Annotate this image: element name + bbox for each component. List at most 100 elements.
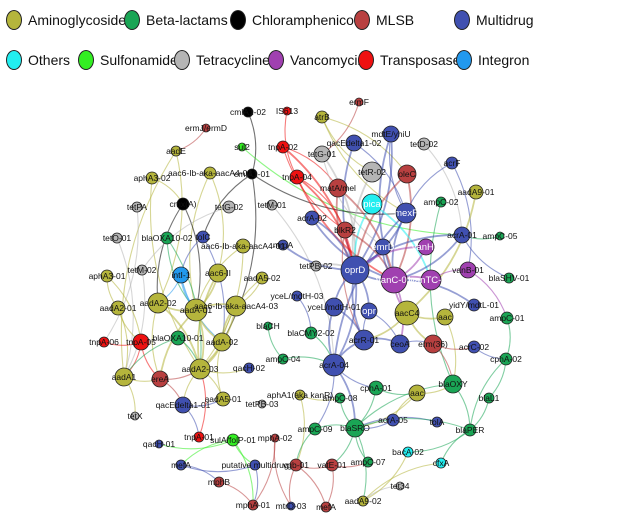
node-acrF[interactable] [445, 156, 459, 170]
node-tetPB-02[interactable] [310, 260, 322, 272]
node-oprD[interactable] [340, 255, 370, 285]
node-aac6-II[interactable] [208, 263, 228, 283]
node-yceL/mdtH-03[interactable] [291, 290, 303, 302]
node-matA/mel[interactable] [328, 178, 348, 198]
node-vatE-01[interactable] [325, 458, 339, 472]
node-blaCMY2-02[interactable] [304, 326, 318, 340]
node-tnpA-04[interactable] [289, 169, 305, 185]
node-blaOXA10-02[interactable] [160, 231, 174, 245]
node-tetG-01[interactable] [313, 145, 331, 163]
node-sul2[interactable] [237, 142, 247, 152]
node-opr[interactable] [360, 302, 378, 320]
node-blaSRO[interactable] [345, 418, 365, 438]
node-blaOXA10-01[interactable] [170, 330, 186, 346]
node-ermF[interactable] [354, 97, 364, 107]
node-vanC-01[interactable] [380, 266, 408, 294]
node-aadE[interactable] [170, 145, 182, 157]
node-blaPER[interactable] [463, 423, 477, 437]
node-aphA3-02[interactable] [145, 171, 159, 185]
node-ermJ/ermD[interactable] [201, 123, 211, 133]
node-acrA-02[interactable] [304, 210, 320, 226]
node-mphA-02[interactable] [270, 433, 280, 443]
node-aadA2-02[interactable] [147, 292, 169, 314]
node-ampC-04[interactable] [277, 353, 289, 365]
node-cmx(A)[interactable] [176, 197, 190, 211]
node-tetG-02[interactable] [222, 200, 236, 214]
node-vanTC-02[interactable] [420, 269, 442, 291]
node-tolA[interactable] [431, 416, 443, 428]
node-mefA[interactable] [320, 501, 332, 513]
node-blaOXY[interactable] [443, 374, 463, 394]
node-oleC[interactable] [397, 164, 417, 184]
node-aadA1[interactable] [114, 367, 134, 387]
node-intI-1[interactable] [172, 266, 190, 284]
node-qacH-01[interactable] [154, 439, 164, 449]
node-putative multidrug[interactable] [249, 459, 261, 471]
node-tnpA-01[interactable] [193, 431, 205, 443]
node-aadA-01[interactable] [184, 298, 208, 322]
node-cmlA1-02[interactable] [242, 106, 254, 118]
node-qacEdelta1-01[interactable] [174, 396, 192, 414]
node-acrA-05[interactable] [386, 413, 400, 427]
node-tetO-01[interactable] [111, 232, 123, 244]
node-aadA2-01[interactable] [110, 300, 126, 316]
node-atrB[interactable] [315, 110, 329, 124]
node-ampC-08[interactable] [334, 392, 346, 404]
node-IS613[interactable] [282, 106, 292, 116]
node-aac6-Ib-aka-aacA4-01[interactable] [235, 238, 251, 254]
node-emrD[interactable] [374, 238, 392, 256]
node-ceoA[interactable] [390, 334, 410, 354]
node-tolC[interactable] [196, 230, 210, 244]
node-ampC-01[interactable] [500, 311, 514, 325]
node-mrpA[interactable] [277, 239, 289, 251]
node-acrA-04[interactable] [322, 353, 346, 377]
node-tetPB-03[interactable] [257, 399, 267, 409]
node-cphA-01[interactable] [368, 380, 384, 396]
node-vgb-01[interactable] [289, 458, 303, 472]
node-ereA[interactable] [151, 370, 169, 388]
node-aac6-Ib-aka-aacA4-02[interactable] [203, 166, 217, 180]
node-mtrD-03[interactable] [286, 501, 296, 511]
node-aacC4[interactable] [394, 300, 420, 326]
node-tnpA-06[interactable] [98, 336, 110, 348]
node-acrC-02[interactable] [467, 340, 481, 354]
node-vanB-01[interactable] [459, 261, 477, 279]
node-ampC-02[interactable] [435, 196, 447, 208]
node-ampC-05[interactable] [495, 231, 505, 241]
node-blaL1[interactable] [483, 392, 495, 404]
node-tetPA[interactable] [131, 201, 143, 213]
node-tetM-02[interactable] [136, 264, 148, 276]
node-yidY/mdtL-01[interactable] [467, 298, 481, 312]
node-bacA-02[interactable] [402, 446, 414, 458]
node-cmlA1-01[interactable] [246, 168, 258, 180]
node-mphA-01[interactable] [247, 499, 259, 511]
node-aadA2-03[interactable] [189, 358, 211, 380]
node-tet34[interactable] [395, 481, 405, 491]
node-aphA3-01[interactable] [100, 269, 114, 283]
node-tetM-01[interactable] [266, 199, 278, 211]
node-aphA1(aka kanR)[interactable] [294, 389, 306, 401]
node-aac[interactable] [436, 308, 454, 326]
node-ampC-09[interactable] [308, 422, 322, 436]
node-mphB[interactable] [213, 476, 225, 488]
node-mefA[interactable] [175, 459, 187, 471]
node-sulA/folP-01[interactable] [226, 433, 240, 447]
node-aadA5-02[interactable] [255, 271, 269, 285]
node-vanHB[interactable] [417, 238, 435, 256]
node-blaCH[interactable] [263, 321, 273, 331]
node-ampC-07[interactable] [362, 456, 374, 468]
node-aadA5-01[interactable] [215, 391, 231, 407]
node-qacH-02[interactable] [243, 362, 255, 374]
node-aac6-Ib-aka-aacA4-03[interactable] [225, 295, 247, 317]
node-pica[interactable] [361, 193, 383, 215]
node-yceL/mdtH-01[interactable] [324, 297, 344, 317]
node-tnpA-02[interactable] [276, 140, 290, 154]
node-tetD-02[interactable] [417, 137, 431, 151]
node-cfxA[interactable] [435, 457, 447, 469]
node-aadA9-02[interactable] [357, 495, 369, 507]
node-blkR2[interactable] [336, 221, 354, 239]
node-acrA-01[interactable] [453, 226, 471, 244]
node-blaSHV-01[interactable] [503, 272, 515, 284]
node-aac[interactable] [408, 384, 426, 402]
node-tetR-02[interactable] [361, 161, 383, 183]
